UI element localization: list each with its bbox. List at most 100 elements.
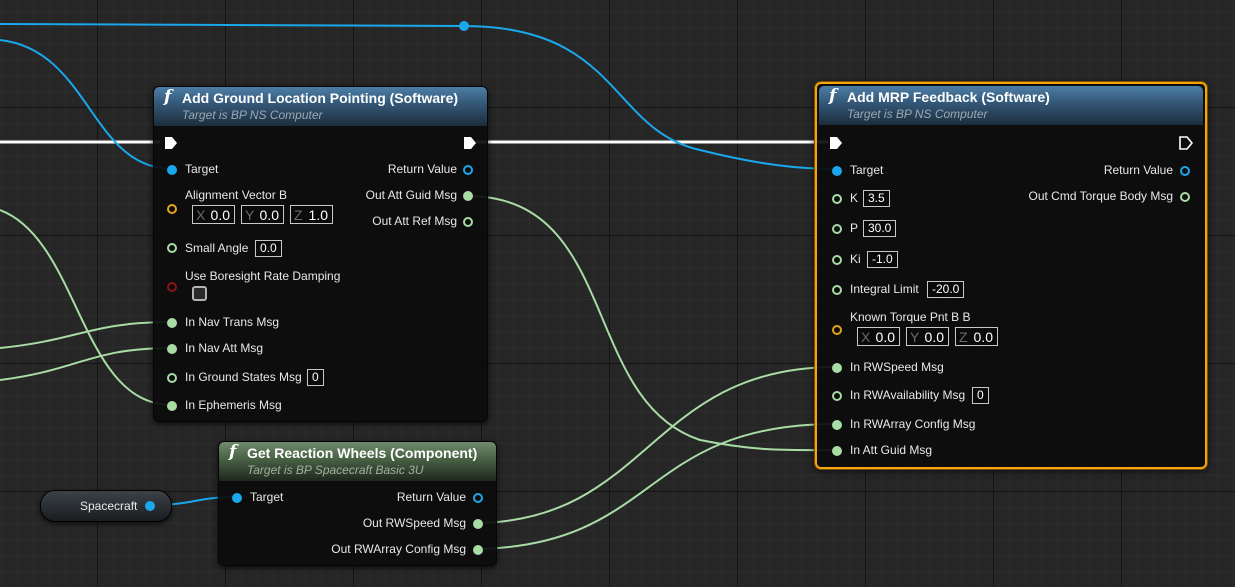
function-f-icon: f xyxy=(164,87,172,107)
target-pin[interactable] xyxy=(232,493,242,503)
target-label: Target xyxy=(185,162,219,176)
in-rwspeed-pin[interactable] xyxy=(832,363,842,373)
out-att-ref-pin[interactable] xyxy=(463,217,473,227)
target-pin[interactable] xyxy=(832,166,842,176)
node-title: Add MRP Feedback (Software) xyxy=(847,89,1050,105)
node-header[interactable]: f Add Ground Location Pointing (Software… xyxy=(154,87,487,126)
in-ephemeris-label: In Ephemeris Msg xyxy=(185,398,282,412)
spacecraft-variable-node[interactable]: Spacecraft xyxy=(40,490,172,522)
known-torque-label: Known Torque Pnt B B xyxy=(850,310,971,324)
in-rwavailability-input[interactable]: 0 xyxy=(972,387,989,404)
z-axis-label: Z xyxy=(959,329,968,345)
p-input[interactable]: 30.0 xyxy=(863,220,897,237)
node-subtitle: Target is BP Spacecraft Basic 3U xyxy=(247,463,424,477)
in-nav-att-label: In Nav Att Msg xyxy=(185,341,264,355)
node-get-reaction-wheels[interactable]: f Get Reaction Wheels (Component) Target… xyxy=(218,441,497,566)
node-title: Get Reaction Wheels (Component) xyxy=(247,445,478,461)
in-rwspeed-label: In RWSpeed Msg xyxy=(850,360,944,374)
small-angle-input[interactable]: 0.0 xyxy=(255,240,282,257)
in-ground-states-pin[interactable] xyxy=(167,373,177,383)
integral-limit-input[interactable]: -20.0 xyxy=(927,281,965,298)
node-header[interactable]: f Add MRP Feedback (Software) Target is … xyxy=(819,86,1203,125)
exec-out-icon[interactable] xyxy=(463,136,477,150)
exec-out-icon[interactable] xyxy=(1179,136,1193,150)
out-rwarray-label: Out RWArray Config Msg xyxy=(331,542,466,556)
in-nav-att-pin[interactable] xyxy=(167,344,177,354)
spacecraft-label: Spacecraft xyxy=(80,499,138,513)
p-pin[interactable] xyxy=(832,224,842,234)
k-pin[interactable] xyxy=(832,194,842,204)
out-cmd-torque-pin[interactable] xyxy=(1180,192,1190,202)
x-value: 0.0 xyxy=(210,207,230,223)
node-subtitle: Target is BP NS Computer xyxy=(182,108,323,122)
k-label: K xyxy=(850,191,859,205)
integral-limit-pin[interactable] xyxy=(832,285,842,295)
alignment-vector-pin[interactable] xyxy=(167,204,177,214)
return-value-label: Return Value xyxy=(1103,163,1173,177)
known-torque-pin[interactable] xyxy=(832,325,842,335)
in-att-guid-label: In Att Guid Msg xyxy=(850,443,933,457)
z-axis-label: Z xyxy=(294,207,303,223)
boresight-pin[interactable] xyxy=(167,282,177,292)
y-value: 0.0 xyxy=(924,329,944,345)
alignment-vector-label: Alignment Vector B xyxy=(185,188,288,202)
node-header[interactable]: f Get Reaction Wheels (Component) Target… xyxy=(219,442,496,481)
in-rwarray-pin[interactable] xyxy=(832,420,842,430)
small-angle-pin[interactable] xyxy=(167,243,177,253)
in-rwavailability-label: In RWAvailability Msg xyxy=(850,388,966,402)
node-title: Add Ground Location Pointing (Software) xyxy=(182,90,459,106)
in-ground-states-input[interactable]: 0 xyxy=(307,369,324,386)
return-value-pin[interactable] xyxy=(1180,166,1190,176)
out-rwspeed-label: Out RWSpeed Msg xyxy=(362,516,466,530)
exec-in-icon[interactable] xyxy=(164,136,178,150)
ki-input[interactable]: -1.0 xyxy=(867,251,898,268)
x-axis-label: X xyxy=(861,329,871,345)
out-att-guid-label: Out Att Guid Msg xyxy=(365,188,457,202)
k-input[interactable]: 3.5 xyxy=(863,190,890,207)
out-cmd-torque-label: Out Cmd Torque Body Msg xyxy=(1028,189,1173,203)
target-label: Target xyxy=(250,490,284,504)
out-rwarray-pin[interactable] xyxy=(473,545,483,555)
out-att-guid-pin[interactable] xyxy=(463,191,473,201)
integral-limit-label: Integral Limit xyxy=(850,282,919,296)
in-nav-trans-pin[interactable] xyxy=(167,318,177,328)
p-label: P xyxy=(850,221,859,235)
in-nav-trans-label: In Nav Trans Msg xyxy=(185,315,280,329)
in-ground-states-label: In Ground States Msg xyxy=(185,370,302,384)
x-value: 0.0 xyxy=(875,329,895,345)
target-label: Target xyxy=(850,163,884,177)
node-subtitle: Target is BP NS Computer xyxy=(847,107,988,121)
node-add-mrp-feedback[interactable]: f Add MRP Feedback (Software) Target is … xyxy=(815,82,1207,469)
x-axis-label: X xyxy=(196,207,206,223)
nav-att-wire xyxy=(0,347,173,381)
nav-trans-wire xyxy=(0,321,173,349)
ki-pin[interactable] xyxy=(832,255,842,265)
target-wire-top xyxy=(0,23,837,170)
return-value-label: Return Value xyxy=(387,162,457,176)
return-value-pin[interactable] xyxy=(473,493,483,503)
in-rwavailability-pin[interactable] xyxy=(832,391,842,401)
function-f-icon: f xyxy=(229,442,237,462)
y-value: 0.0 xyxy=(259,207,279,223)
spacecraft-output-pin[interactable] xyxy=(145,501,155,511)
rwarray-wire xyxy=(477,423,837,550)
node-add-ground-location-pointing[interactable]: f Add Ground Location Pointing (Software… xyxy=(153,86,488,422)
target-pin[interactable] xyxy=(167,165,177,175)
in-ephemeris-pin[interactable] xyxy=(167,401,177,411)
wire-reroute-node xyxy=(459,21,469,31)
exec-in-icon[interactable] xyxy=(829,136,843,150)
in-att-guid-pin[interactable] xyxy=(832,446,842,456)
out-rwspeed-pin[interactable] xyxy=(473,519,483,529)
return-value-pin[interactable] xyxy=(463,165,473,175)
boresight-label: Use Boresight Rate Damping xyxy=(185,269,341,283)
function-f-icon: f xyxy=(829,86,837,106)
small-angle-label: Small Angle xyxy=(185,241,249,255)
y-axis-label: Y xyxy=(245,207,255,223)
boresight-checkbox[interactable] xyxy=(192,286,207,301)
